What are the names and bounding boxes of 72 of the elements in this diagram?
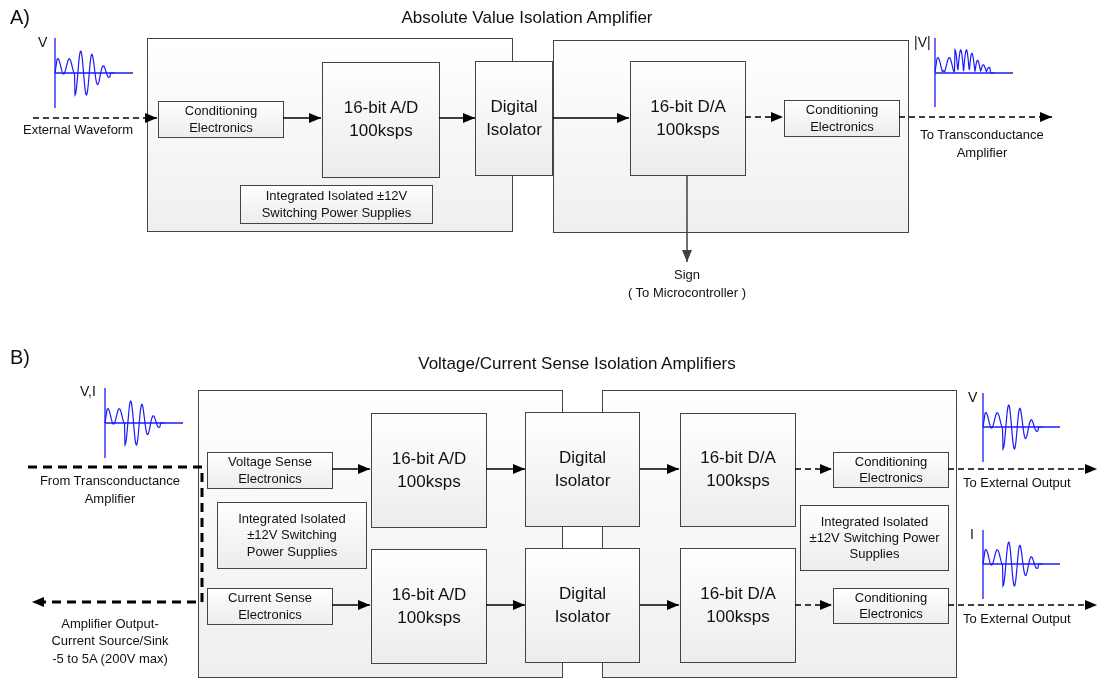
box-label: Integrated Isolated ±12V Switching Power Supplies [808, 513, 941, 563]
arrow [32, 113, 158, 123]
box-label: Integrated Isolated ±12V Switching Power Supplies [260, 188, 413, 221]
signal-label: ( To Microcontroller ) [627, 284, 747, 302]
process-box [525, 412, 640, 527]
box-label: Conditioning Electronics [183, 103, 259, 136]
axis-label: V [38, 34, 48, 50]
arrow [744, 112, 784, 122]
box-label: 16-bit D/A 100ksps [699, 447, 777, 492]
panel-letter: B) [10, 346, 30, 369]
box-label: 16-bit A/D 100ksps [390, 583, 468, 629]
arrow [28, 465, 204, 607]
process-box [371, 549, 487, 664]
box-label: Integrated Isolated ±12V Switching Power Supplies [237, 511, 347, 560]
arrow [485, 464, 526, 474]
process-box [158, 101, 284, 138]
signal-label: To External Output [963, 611, 1071, 626]
axis-label: V [968, 389, 978, 405]
process-box [322, 62, 440, 178]
box-label: Conditioning Electronics [853, 589, 929, 623]
process-box [475, 61, 553, 176]
axis-label: |V| [914, 34, 931, 50]
arrow [947, 464, 1098, 474]
arrow [331, 600, 371, 610]
process-box [371, 413, 487, 528]
arrow [552, 113, 630, 123]
arrow [485, 600, 526, 610]
process-box [217, 502, 367, 569]
signal-label: Amplifier Output- Current Source/Sink -5 to 5A (200V max) [50, 614, 170, 668]
section-title: Absolute Value Isolation Amplifier [401, 8, 653, 28]
module-panel [553, 40, 909, 233]
process-box [833, 588, 949, 624]
signal-label: External Waveform [22, 121, 134, 139]
box-label: Voltage Sense Electronics [227, 454, 313, 487]
arrow [438, 113, 476, 123]
process-box [680, 413, 796, 527]
arrow [794, 464, 833, 474]
box-label: Digital Isolator [553, 582, 612, 628]
axis-label: I [970, 526, 974, 542]
signal-label: From Transconductance Amplifier [38, 472, 182, 508]
arrow [282, 113, 322, 123]
process-box [240, 185, 433, 224]
signal-label: Sign [674, 266, 700, 284]
signal-label: To External Output [963, 475, 1071, 490]
process-box [784, 100, 900, 137]
process-box [525, 548, 640, 663]
box-label: 16-bit D/A 100ksps [649, 95, 727, 141]
box-label: Current Sense Electronics [227, 590, 313, 623]
arrow [898, 112, 1053, 122]
arrow [331, 464, 371, 474]
axis-label: V,I [80, 383, 96, 399]
process-box [207, 452, 333, 489]
box-label: 16-bit A/D 100ksps [390, 447, 468, 493]
box-label: Conditioning Electronics [804, 102, 880, 135]
section-title: Voltage/Current Sense Isolation Amplifiers [418, 354, 736, 374]
process-box [680, 548, 796, 663]
box-label: 16-bit D/A 100ksps [699, 582, 777, 628]
panel-letter: A) [10, 6, 30, 29]
arrow [794, 600, 833, 610]
box-label: Digital Isolator [553, 446, 612, 492]
process-box [800, 505, 949, 571]
process-box [630, 61, 746, 176]
box-label: Digital Isolator [485, 95, 543, 141]
process-box [207, 588, 333, 625]
process-box [833, 452, 949, 488]
arrow [682, 174, 692, 263]
arrow [639, 600, 680, 610]
box-label: Conditioning Electronics [853, 453, 929, 487]
box-label: 16-bit A/D 100ksps [342, 97, 420, 142]
arrow [639, 464, 680, 474]
signal-label: To Transconductance Amplifier [919, 126, 1045, 162]
arrow [947, 600, 1098, 610]
